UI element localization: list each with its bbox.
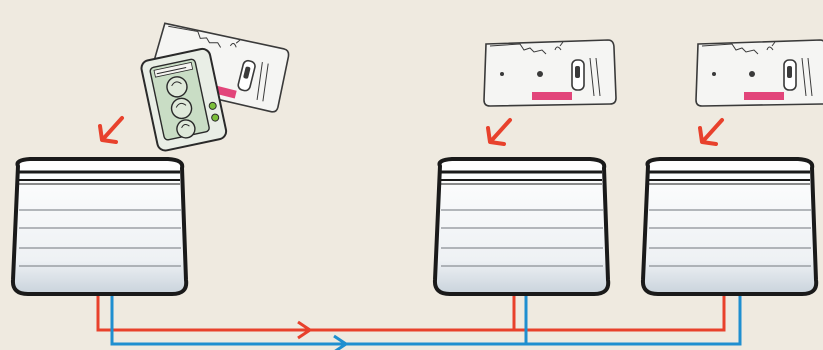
radiator-2 <box>432 157 611 296</box>
flow-pipe <box>96 292 726 340</box>
dial-icon <box>166 76 188 98</box>
radiator-1 <box>10 157 189 296</box>
flow-direction-arrow <box>297 320 313 340</box>
return-pipe <box>110 292 742 350</box>
wall-programmer <box>140 47 228 152</box>
dial-icon <box>176 119 196 139</box>
led-icon <box>211 113 220 122</box>
receiver-module-3 <box>695 39 823 107</box>
signal-arrow-1 <box>98 116 124 144</box>
dial-icon <box>170 97 193 120</box>
led-icon <box>208 101 217 110</box>
radiator-3 <box>640 157 819 296</box>
signal-arrow-3 <box>698 118 724 146</box>
signal-arrow-2 <box>486 118 512 146</box>
return-direction-arrow <box>333 334 349 350</box>
receiver-module-2 <box>483 39 617 107</box>
